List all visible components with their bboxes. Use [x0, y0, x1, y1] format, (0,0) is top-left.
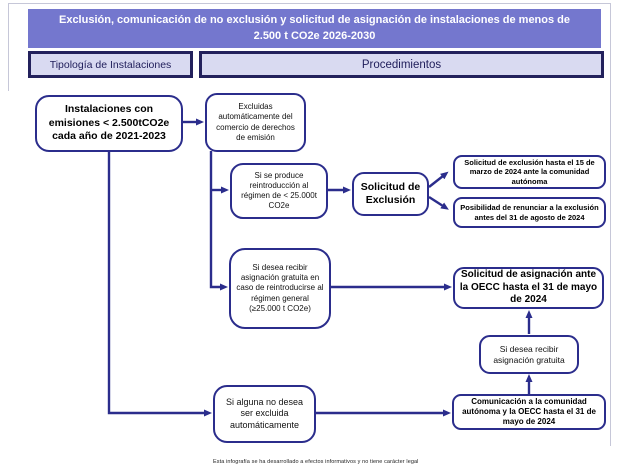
footnote: Esta infografía se ha desarrollado a efe… — [213, 459, 419, 465]
node-renuncia-exclusion: Posibilidad de renunciar a la exclusión … — [453, 197, 606, 228]
page-frame-top — [8, 3, 611, 4]
node-asignacion-reintroduccion: Si desea recibir asignación gratuita en … — [229, 248, 331, 329]
page-title: Exclusión, comunicación de no exclusión … — [28, 9, 601, 48]
page-frame-right — [610, 3, 611, 446]
arrow-solicitud-exclusion-to-renuncia — [428, 195, 449, 210]
page-frame-left — [8, 3, 9, 91]
node-reintroduccion: Si se produce reintroducción al régimen … — [230, 163, 328, 219]
node-no-excluida: Si alguna no desea ser excluida automáti… — [213, 385, 316, 443]
node-comunicacion: Comunicación a la comunidad autónoma y l… — [452, 394, 606, 430]
node-solicitud-exclusion: Solicitud de Exclusión — [352, 172, 429, 216]
node-excluidas: Excluidas automáticamente del comercio d… — [205, 93, 306, 152]
arrow-solicitud-exclusion-to-plazo — [428, 171, 449, 188]
column-label-procedimientos: Procedimientos — [199, 51, 604, 78]
node-desea-asignacion: Si desea recibir asignación gratuita — [479, 335, 579, 374]
arrow-excluidas-to-asignacion-reintroduccion — [209, 151, 228, 291]
arrow-instalaciones-to-no-excluida — [107, 151, 212, 417]
column-label-tipologia: Tipología de Instalaciones — [28, 51, 193, 78]
node-solicitud-exclusion-plazo: Solicitud de exclusión hasta el 15 de ma… — [453, 155, 606, 189]
node-instalaciones: Instalaciones con emisiones < 2.500tCO2e… — [35, 95, 183, 152]
node-solicitud-asignacion: Solicitud de asignación ante la OECC has… — [453, 267, 604, 309]
